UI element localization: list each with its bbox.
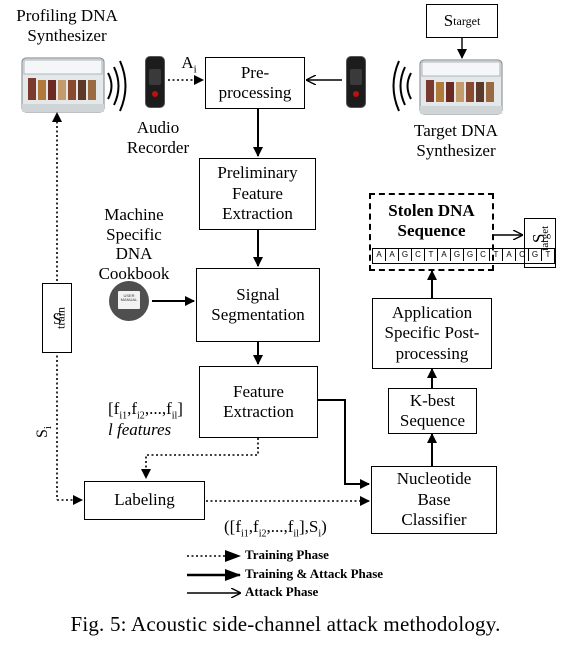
stolen-dna-sequence-box: Stolen DNA Sequence: [369, 193, 494, 271]
stolen-dna-title: Stolen DNA Sequence: [388, 201, 475, 241]
post-processing-box: Application Specific Post- processing: [372, 298, 492, 369]
nucleotide-cell: C: [477, 249, 490, 261]
cookbook-icon: USER MANUAL: [109, 281, 149, 321]
nucleotide-classifier-box: Nucleotide Base Classifier: [371, 466, 497, 534]
edge-si-arrowhead-up: [52, 112, 62, 122]
nucleotide-cell: G: [451, 249, 464, 261]
nucleotide-cell: G: [464, 249, 477, 261]
audio-recorder-label: Audio Recorder: [126, 118, 190, 157]
target-synthesizer-icon: [419, 59, 503, 115]
nucleotide-cell: A: [503, 249, 516, 261]
audio-recorder-phone-icon: [145, 56, 165, 108]
sound-wave-left-icon: [107, 60, 127, 112]
l-features-label: l features: [108, 420, 172, 439]
target-synthesizer-label: Target DNA Synthesizer: [414, 121, 498, 160]
nucleotide-cell: G: [529, 249, 542, 261]
edge-features-to-labeling: [141, 438, 259, 479]
k-best-sequence-box: K-best Sequence: [388, 388, 477, 434]
nucleotide-cell: A: [373, 249, 386, 261]
legend-training-attack-label: Training & Attack Phase: [245, 566, 384, 581]
target-recorder-phone-icon: [346, 56, 366, 108]
nucleotide-cell: A: [386, 249, 399, 261]
nucleotide-cell: G: [399, 249, 412, 261]
profiling-synthesizer-label: Profiling DNA Synthesizer: [16, 6, 118, 45]
nucleotide-cell: A: [438, 249, 451, 261]
nucleotide-cell: T: [545, 250, 551, 259]
legend-attack-label: Attack Phase: [245, 584, 319, 599]
edge-features-to-classifier: [318, 399, 370, 489]
feature-vector-label: [fi1,fi2,...,fil]: [108, 399, 183, 422]
legend-training-label: Training Phase: [245, 547, 329, 562]
s-hat-target-box: Starget: [524, 218, 556, 268]
si-label: Si: [34, 426, 55, 438]
nucleotide-cell: T: [425, 249, 438, 261]
preprocessing-box: Pre- processing: [205, 57, 305, 109]
labeling-box: Labeling: [84, 481, 205, 520]
nucleotide-cell: T: [490, 249, 503, 261]
signal-segmentation-box: Signal Segmentation: [196, 268, 320, 342]
preliminary-feature-extraction-box: Preliminary Feature Extraction: [199, 158, 316, 230]
nucleotide-cell: C: [516, 249, 529, 261]
ai-label: Ai: [181, 53, 197, 76]
profiling-synthesizer-icon: [21, 57, 105, 113]
book-cover-text: USER MANUAL: [120, 293, 138, 302]
nucleotide-cell: C: [412, 249, 425, 261]
cookbook-label: Machine Specific DNA Cookbook: [98, 205, 170, 283]
sound-wave-right-icon: [392, 60, 412, 112]
feature-extraction-box: Feature Extraction: [199, 366, 318, 438]
label-tuple-label: ([fi1,fi2,...,fil],Si): [224, 517, 327, 540]
figure-caption: Fig. 5: Acoustic side-channel attack met…: [70, 612, 501, 636]
